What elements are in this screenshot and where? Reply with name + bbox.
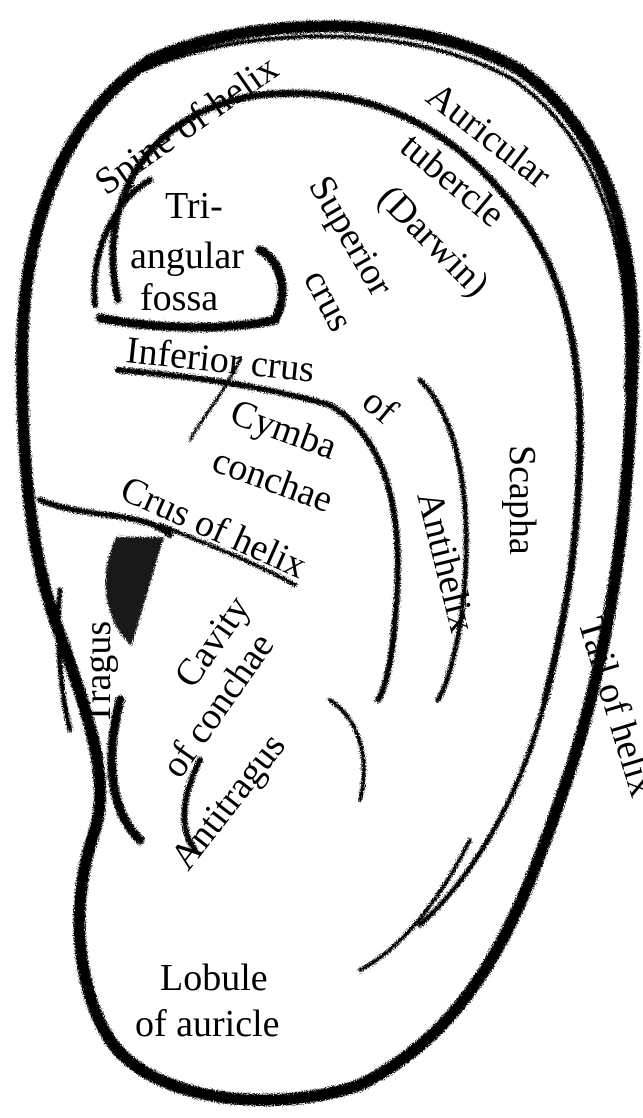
label-lobule-line1: Lobule [160,957,268,999]
label-triangular-fossa-line2: angular [130,235,244,277]
label-scapha: Scapha [501,445,543,555]
labels: Spine of helix Auricular tubercle (Darwi… [77,47,643,1045]
label-antihelix: Antihelix [408,487,483,636]
label-of-antihelix: of [354,380,406,433]
label-tragus: Tragus [77,621,119,725]
label-spine-of-helix: Spine of helix [87,47,286,204]
label-tail-of-helix: Tail of helix [569,612,643,801]
label-triangular-fossa-line3: fossa [140,277,218,319]
label-lobule-line2: of auricle [135,1003,280,1045]
label-triangular-fossa-line1: Tri- [165,185,223,227]
